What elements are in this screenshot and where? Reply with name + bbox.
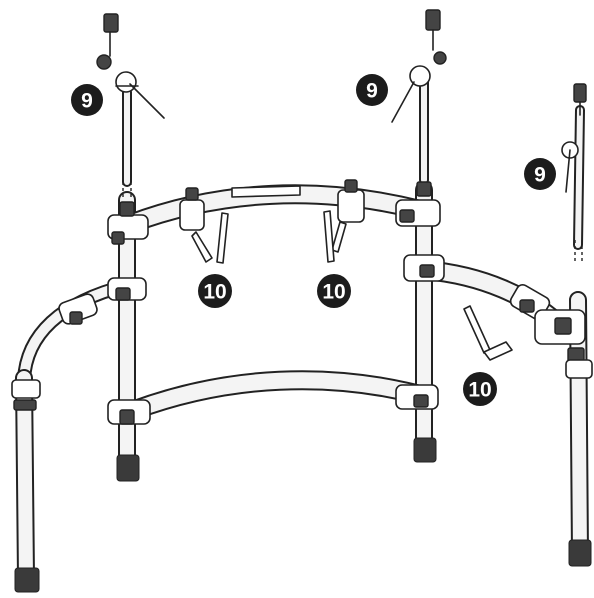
tom-clamp-left bbox=[179, 187, 213, 263]
callout-10-right: 10 bbox=[463, 372, 497, 406]
callout-number: 9 bbox=[534, 164, 546, 187]
clamp-left-mid bbox=[107, 277, 147, 301]
callout-9-right: 9 bbox=[524, 158, 556, 190]
rack-feet bbox=[14, 437, 592, 593]
tom-clamp-right bbox=[331, 179, 365, 253]
callout-number: 10 bbox=[468, 379, 491, 402]
tom-clamps bbox=[179, 179, 365, 264]
cymbal-holder-center bbox=[391, 9, 447, 123]
clamp-right-wing bbox=[534, 309, 586, 363]
clamp-right-wing-lower bbox=[565, 359, 593, 379]
callout-number: 10 bbox=[203, 281, 226, 304]
callout-10-left: 10 bbox=[198, 274, 232, 308]
tom-arm-left bbox=[216, 212, 229, 264]
cymbal-holder-right bbox=[561, 83, 587, 193]
clamp-left-top bbox=[107, 201, 149, 245]
clamp-center-mid bbox=[403, 254, 445, 282]
cymbal-holders bbox=[96, 9, 587, 193]
left-wing-foot bbox=[14, 567, 40, 593]
tom-arm-right bbox=[323, 210, 335, 263]
left-post-foot bbox=[116, 454, 140, 482]
rack-tubes bbox=[15, 75, 589, 587]
clamp-center-top bbox=[395, 181, 441, 227]
center-post-foot bbox=[413, 437, 437, 463]
right-wing-foot bbox=[568, 539, 592, 567]
callout-number: 10 bbox=[322, 281, 345, 304]
rack-clamps bbox=[11, 181, 593, 425]
callout-9-center: 9 bbox=[356, 74, 388, 106]
cymbal-holder-left bbox=[96, 13, 165, 119]
callout-number: 9 bbox=[366, 80, 378, 103]
detached-tom-arm bbox=[463, 305, 513, 361]
callout-10-center: 10 bbox=[317, 274, 351, 308]
clamp-left-wing-leg bbox=[11, 379, 41, 411]
clamp-center-bottom bbox=[395, 384, 439, 410]
clamp-left-bottom bbox=[107, 399, 151, 425]
crossbar-rail bbox=[231, 185, 301, 198]
callout-number: 9 bbox=[81, 90, 93, 113]
callout-9-left: 9 bbox=[71, 84, 103, 116]
clamp-left-wing bbox=[58, 293, 98, 325]
